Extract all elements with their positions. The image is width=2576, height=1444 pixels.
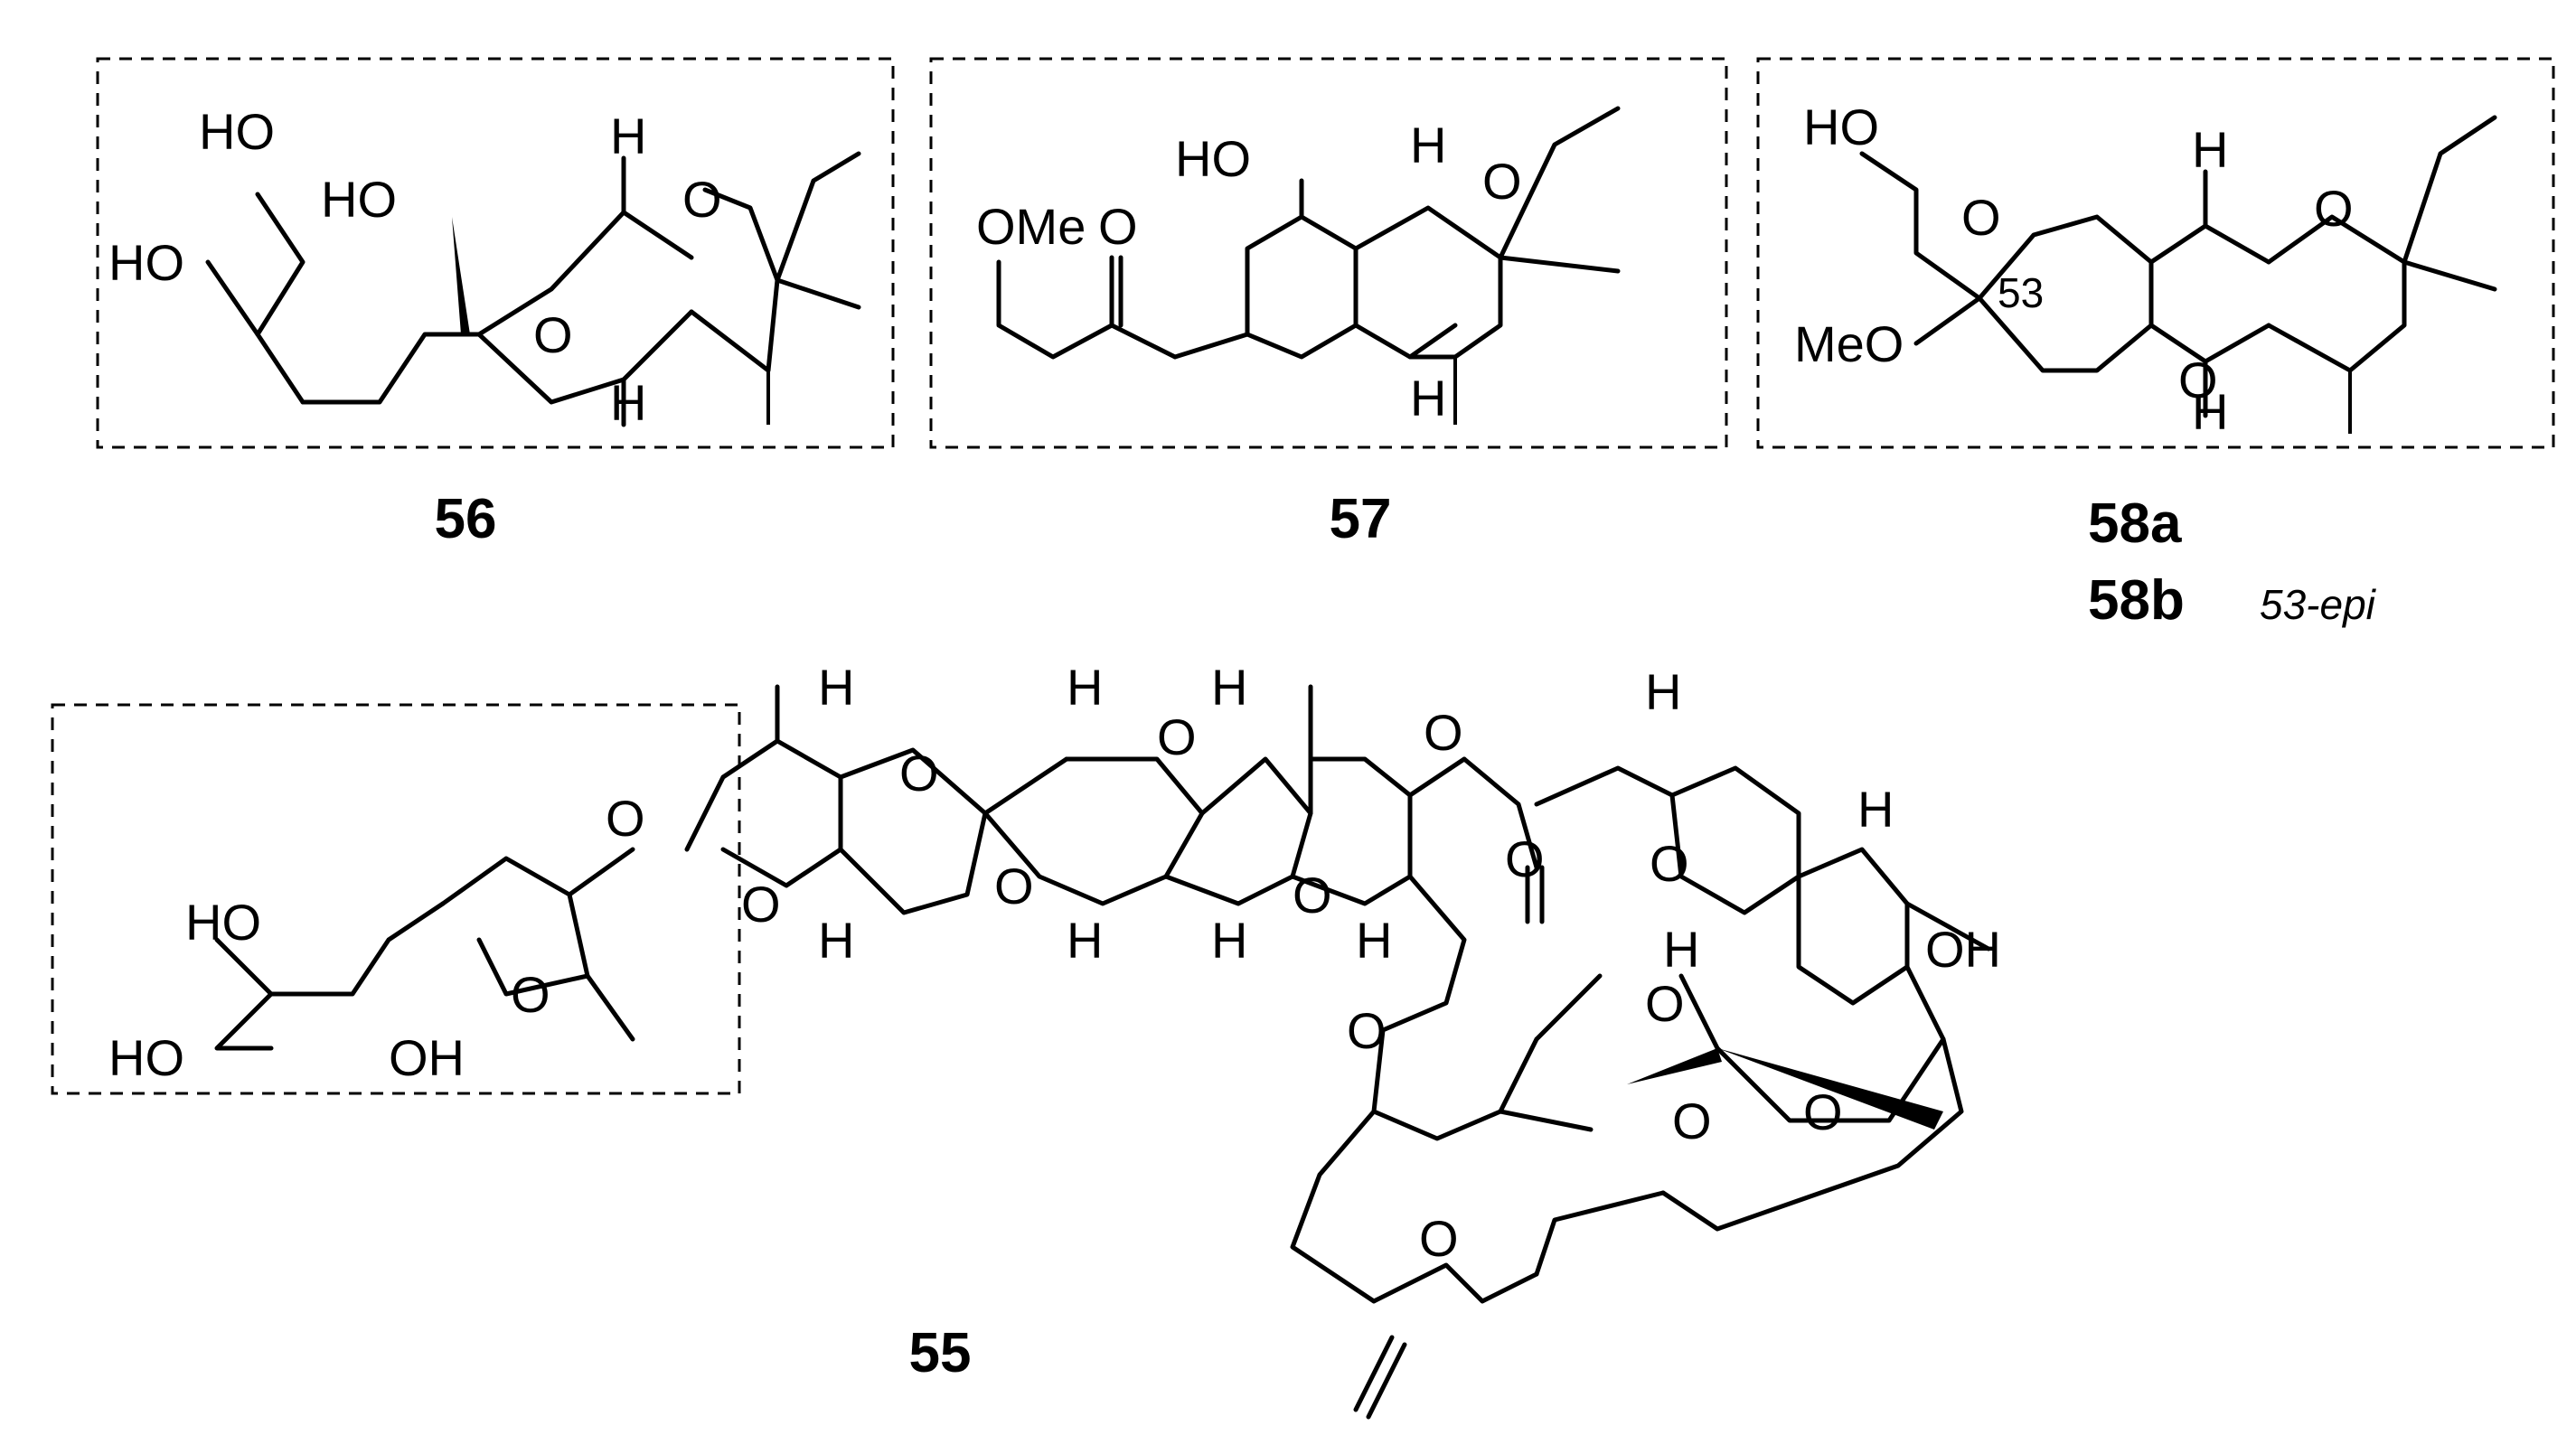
atom-h-10-55: H: [1663, 921, 1699, 978]
atom-ho-58: HO: [1803, 98, 1879, 155]
compound-label-58a: 58a: [2088, 492, 2182, 555]
atom-h-8-55: H: [1645, 663, 1681, 720]
structure-58: HO O O O MeO 53 H H: [1794, 98, 2497, 440]
atom-ho-57: HO: [1175, 130, 1251, 187]
atom-o-4-55: O: [899, 745, 939, 802]
atom-h-1-55: H: [818, 659, 854, 716]
structure-57: OMe O HO O H H: [976, 106, 1621, 427]
box-57: [929, 57, 1728, 449]
atom-o-ring3-58: O: [2314, 180, 2354, 237]
atom-ho-mid-56: HO: [321, 171, 397, 228]
atom-h-top-58: H: [2192, 121, 2228, 178]
atom-o-15-55: O: [1419, 1210, 1459, 1267]
atom-h-top-57: H: [1410, 117, 1446, 173]
box-58: [1756, 57, 2555, 449]
atom-h-4-55: H: [1067, 912, 1103, 969]
atom-o-1-55: O: [511, 966, 550, 1023]
atom-ho-top-56: HO: [199, 103, 275, 160]
atom-meo-58: MeO: [1794, 315, 1904, 372]
atom-o-7-55: O: [1293, 867, 1332, 924]
structure-55: HO HO OH O O O O O O O O O O O O O O O O…: [108, 659, 2001, 1420]
atom-o-ring2-58: O: [2178, 352, 2218, 408]
atom-o-ring-57: O: [1482, 153, 1522, 210]
atom-ho-1-55: HO: [185, 894, 261, 951]
atom-h-bottom-58: H: [2192, 383, 2228, 440]
atom-o-11-55: O: [1645, 975, 1685, 1032]
atom-h-7-55: H: [1356, 912, 1392, 969]
atom-o-ketone-57: O: [1098, 198, 1138, 255]
box-55: [51, 703, 741, 1095]
compound-note-58b: 53-epi: [2260, 581, 2377, 628]
atom-o-14-55: O: [1347, 1002, 1387, 1059]
compound-label-57: 57: [1330, 488, 1392, 550]
structure-56: HO HO HO O O H H: [108, 103, 861, 431]
atom-o-13-55: O: [1803, 1083, 1843, 1140]
compound-label-58b: 58b: [2088, 569, 2185, 632]
compound-label-55: 55: [909, 1322, 972, 1384]
atom-h-5-55: H: [1211, 659, 1247, 716]
atom-o-5-55: O: [994, 858, 1034, 914]
box-56: [96, 57, 895, 449]
atom-o-8-55: O: [1424, 704, 1463, 761]
atom-o-12-55: O: [1672, 1092, 1712, 1149]
compound-label-56: 56: [435, 488, 497, 550]
atom-ho-2-55: HO: [108, 1029, 184, 1086]
atom-ho-left-56: HO: [108, 234, 184, 291]
atom-o-ring1-58: O: [1961, 189, 2001, 246]
atom-o-ring1-56: O: [533, 306, 573, 363]
atom-oh-3-55: OH: [389, 1029, 465, 1086]
atom-h-3-55: H: [1067, 659, 1103, 716]
atom-h-top-56: H: [610, 108, 646, 164]
atom-o-3-55: O: [741, 876, 781, 933]
atom-h-6-55: H: [1211, 912, 1247, 969]
atom-o-6-55: O: [1157, 708, 1197, 765]
atom-c53-58: 53: [1998, 269, 2044, 316]
atom-o-9-55: O: [1505, 830, 1545, 887]
atom-o-2-55: O: [606, 790, 645, 847]
atom-h-9-55: H: [1857, 781, 1894, 838]
atom-oh-16-55: OH: [1925, 921, 2001, 978]
atom-ome-57: OMe: [976, 198, 1086, 255]
atom-o-10-55: O: [1650, 835, 1689, 892]
atom-h-bottom-57: H: [1410, 370, 1446, 427]
atom-h-bottom-56: H: [610, 374, 646, 431]
atom-o-ring2-56: O: [682, 171, 722, 228]
atom-h-2-55: H: [818, 912, 854, 969]
